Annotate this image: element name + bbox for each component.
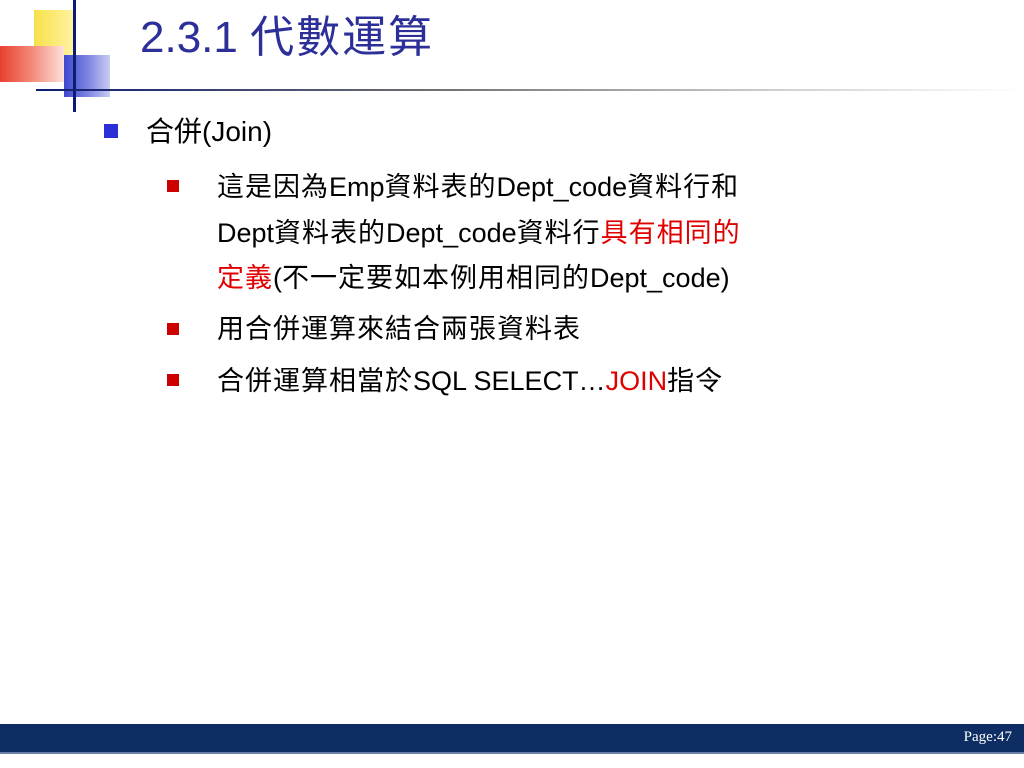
footer-bar: Page:47 bbox=[0, 724, 1024, 753]
emphasis-text: JOIN bbox=[605, 366, 668, 396]
sub-bullet-line-3: 定義(不一定要如本例用相同的Dept_code) bbox=[217, 263, 730, 294]
emphasis-text: 定義 bbox=[217, 263, 273, 294]
emphasis-text: 具有相同的 bbox=[600, 218, 741, 249]
bullet-square-icon bbox=[104, 124, 118, 138]
bullet-text: 合併(Join) bbox=[146, 116, 273, 147]
sub-bullet-text: 合併運算相當於SQL SELECT…JOIN指令 bbox=[217, 366, 724, 397]
bullet-square-icon bbox=[167, 374, 179, 386]
sub-bullet-line-2: Dept資料表的Dept_code資料行具有相同的 bbox=[217, 218, 741, 249]
page-number: Page:47 bbox=[963, 729, 1012, 745]
bullet-square-icon bbox=[167, 180, 179, 192]
corner-decoration-red bbox=[0, 46, 64, 82]
footer-rule bbox=[0, 752, 1024, 754]
title-underline bbox=[36, 89, 1024, 91]
sub-bullet-line-1: 這是因為Emp資料表的Dept_code資料行和 bbox=[217, 172, 740, 203]
vertical-rule bbox=[73, 0, 76, 112]
sub-bullet-text: 用合併運算來結合兩張資料表 bbox=[217, 314, 581, 345]
slide-title: 2.3.1 代數運算 bbox=[140, 8, 434, 68]
title-text: 代數運算 bbox=[250, 12, 435, 63]
bullet-square-icon bbox=[167, 323, 179, 335]
title-number: 2.3.1 bbox=[140, 13, 238, 62]
